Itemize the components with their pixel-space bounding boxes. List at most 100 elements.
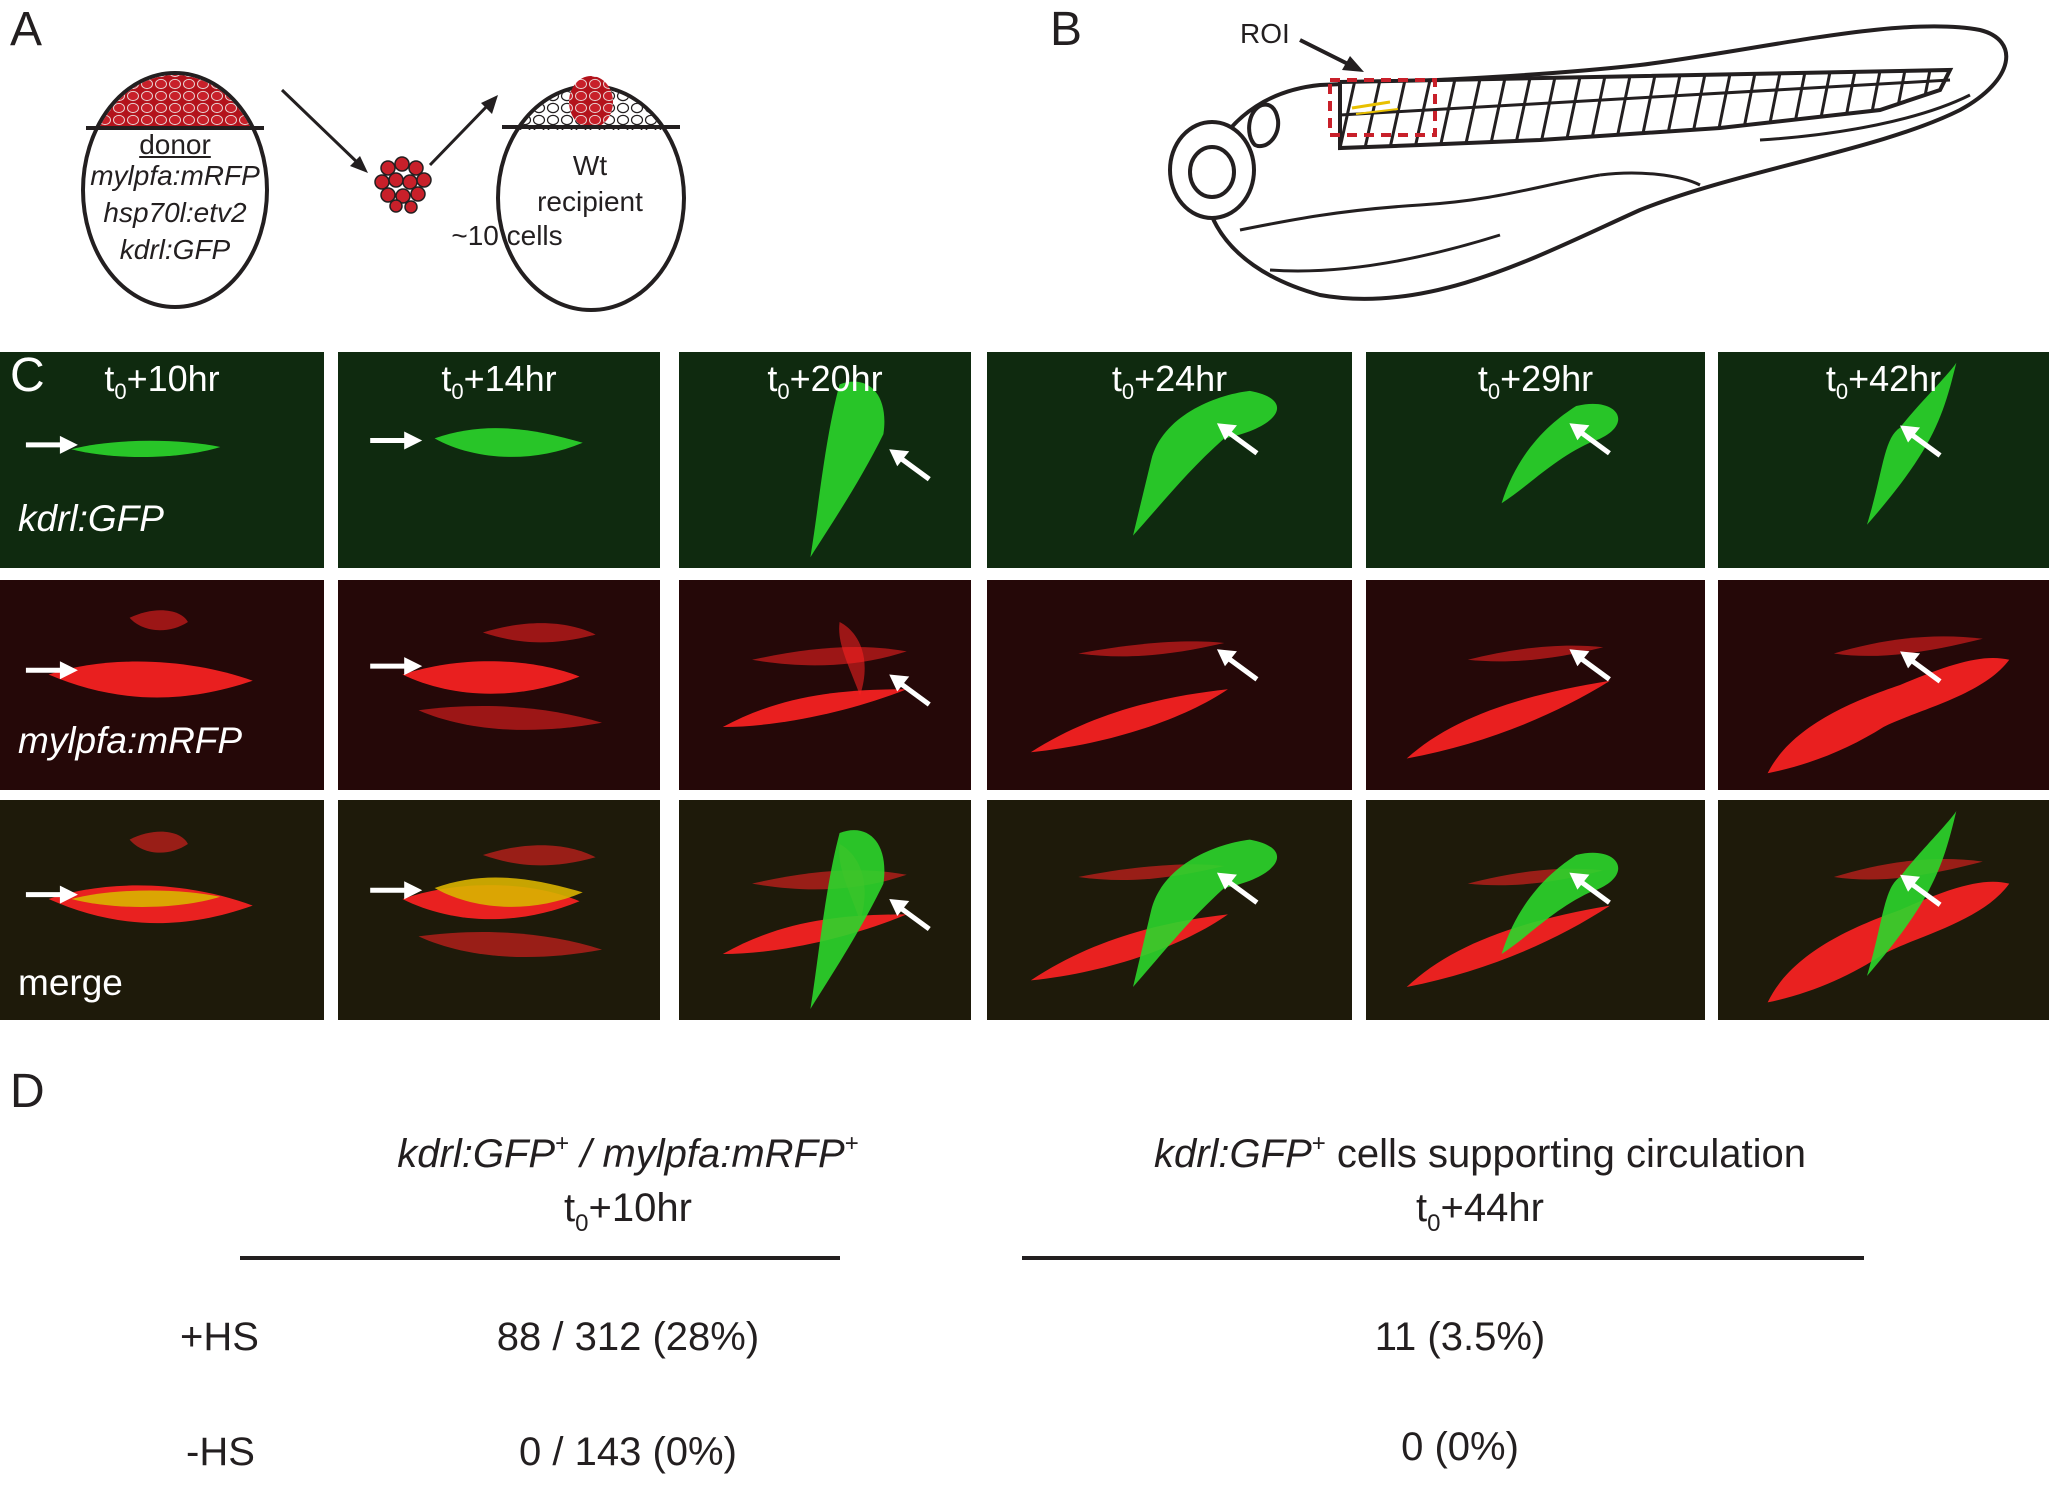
gfp-cell: [810, 830, 885, 1009]
rfp-cell: [722, 689, 907, 727]
pointer-arrow-icon: [1900, 651, 1942, 684]
rfp-cell: [418, 932, 603, 958]
transfer-arrow-2: [428, 101, 492, 167]
donor-embryo: [81, 71, 269, 309]
pointer-arrow-icon: [1216, 423, 1259, 456]
cell-cluster: [374, 156, 432, 214]
gfp-cell: [1501, 403, 1619, 504]
micrograph-gfp-3: t0+20hr: [679, 352, 971, 568]
rfp-cell: [752, 647, 907, 666]
gfp-cell: [810, 381, 885, 558]
donor-genotype-3: kdrl:GFP: [119, 234, 231, 265]
gfp-cell: [1866, 811, 1957, 976]
pointer-arrow-icon: [1900, 874, 1942, 907]
donor-genotype-1: mylpfa:mRFP: [90, 160, 260, 191]
rfp-cell: [482, 623, 596, 643]
rfp-cell: [129, 610, 188, 631]
pointer-arrow-icon: [889, 899, 931, 932]
gfp-cell: [1133, 390, 1278, 536]
micrograph-rfp-6: [1718, 580, 2049, 790]
rfp-cell: [1078, 641, 1225, 657]
recipient-label-2: recipient: [537, 186, 643, 217]
micrograph-gfp-2: t0+14hr: [338, 352, 660, 568]
micrograph-merge-5: [1366, 800, 1705, 1020]
transfer-arrow-1: [280, 88, 362, 167]
col1-time-rest: +10hr: [588, 1186, 692, 1230]
col2-time-rest: +44hr: [1440, 1186, 1544, 1230]
rfp-cell: [129, 831, 188, 853]
panel-a-letter: A: [10, 3, 43, 56]
pointer-arrow-icon: [1569, 649, 1611, 682]
rfp-cell: [1767, 657, 2010, 774]
pointer-arrow-icon: [25, 661, 78, 680]
gfp-cell: [434, 877, 583, 907]
micrograph-rfp-3: [679, 580, 971, 790]
gfp-cell: [71, 890, 221, 907]
rfp-cell: [722, 914, 907, 954]
pointer-arrow-icon: [370, 657, 423, 676]
recipient-label-1: Wt: [572, 150, 608, 181]
row-hs-plus-col1: 88 / 312 (28%): [496, 1315, 760, 1359]
roi-label: ROI: [1240, 18, 1290, 49]
table-rule-2: [1022, 1256, 1864, 1260]
row-hs-minus-col2: 0 (0%): [1401, 1425, 1519, 1469]
donor-genotype-2: hsp70l:etv2: [103, 197, 247, 228]
pointer-arrow-icon: [370, 881, 423, 900]
col1-sup-a: +: [555, 1130, 570, 1157]
timepoint-label: t0+24hr: [1111, 358, 1228, 404]
rfp-cell: [1833, 636, 1983, 656]
col1-time-sub: 0: [575, 1210, 589, 1237]
pointer-arrow-icon: [370, 431, 423, 450]
row-label-merge: merge: [18, 962, 123, 1003]
row-label-hs-plus: +HS: [180, 1315, 259, 1359]
micrograph-rfp-1: mylpfa:mRFP: [0, 580, 324, 790]
panel-b-letter: B: [1050, 3, 1083, 56]
table-rule-1: [240, 1256, 840, 1260]
col2-time-t: t: [1416, 1186, 1428, 1230]
col2-time-sub: 0: [1427, 1210, 1441, 1237]
pointer-arrow-icon: [1900, 425, 1942, 458]
micrograph-rfp-2: [338, 580, 660, 790]
rfp-cell: [1030, 914, 1228, 981]
row-hs-plus-col2: 11 (3.5%): [1374, 1315, 1546, 1359]
pointer-arrow-icon: [1216, 872, 1259, 905]
col1-time-t: t: [564, 1186, 576, 1230]
recipient-embryo: [496, 76, 686, 312]
col1-gene-b: mylpfa:mRFP: [602, 1132, 845, 1176]
micrograph-gfp-6: t0+42hr: [1718, 352, 2049, 568]
gfp-cell: [71, 440, 221, 458]
col2-gene: kdrl:GFP: [1153, 1132, 1312, 1176]
rfp-cell: [48, 661, 253, 698]
micrograph-merge-6: [1718, 800, 2049, 1020]
row-hs-minus-col1: 0 / 143 (0%): [519, 1430, 737, 1474]
table-col1-time: t0+10hr: [328, 1186, 928, 1238]
rfp-cell: [482, 845, 596, 866]
micrograph-merge-4: [987, 800, 1352, 1020]
panel-d-letter: D: [10, 1065, 45, 1118]
rfp-cell: [402, 661, 580, 694]
col1-gene-a: kdrl:GFP: [397, 1132, 556, 1176]
roi-box: [1328, 78, 1437, 137]
micrograph-merge-3: [679, 800, 971, 1020]
cells-label: ~10 cells: [451, 220, 563, 251]
timepoint-label: t0+14hr: [441, 358, 557, 404]
pointer-arrow-icon: [1569, 872, 1611, 905]
gfp-cell: [1501, 852, 1619, 954]
col2-header-rest: cells supporting circulation: [1325, 1132, 1807, 1176]
rfp-cell: [1406, 680, 1611, 759]
timepoint-label: t0+42hr: [1825, 358, 1942, 404]
table-col2-header: kdrl:GFP+ cells supporting circulation: [1050, 1130, 1910, 1177]
col1-sep: /: [569, 1132, 603, 1176]
micrograph-gfp-4: t0+24hr: [987, 352, 1352, 568]
pointer-arrow-icon: [25, 885, 78, 904]
pointer-arrow-icon: [889, 449, 931, 482]
micrograph-rfp-5: [1366, 580, 1705, 790]
pointer-arrow-icon: [1216, 649, 1259, 682]
col2-sup: +: [1311, 1130, 1326, 1157]
timepoint-label: t0+20hr: [767, 358, 883, 404]
table-col2-time: t0+44hr: [1050, 1186, 1910, 1238]
donor-label: donor: [139, 129, 211, 160]
zebrafish-larva-diagram: [1168, 24, 2009, 301]
pointer-arrow-icon: [1569, 423, 1611, 456]
